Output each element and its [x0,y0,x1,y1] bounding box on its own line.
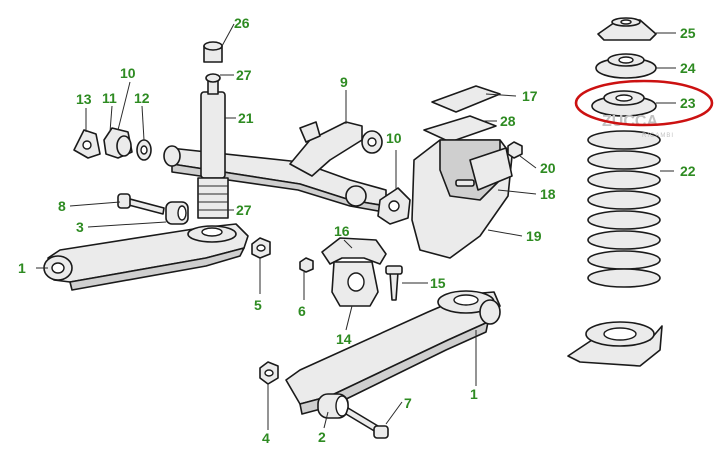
callout-3: 3 [76,219,84,235]
callout-5: 5 [254,297,262,313]
callout-28: 28 [500,113,516,129]
nut-20 [507,141,523,159]
callout-25: 25 [680,25,696,41]
mount-10-upper [299,121,383,154]
highlight-ring [574,79,714,127]
bolt-8 [117,193,165,215]
callout-26: 26 [234,15,250,31]
mount-10-lower [377,187,411,225]
callout-7: 7 [404,395,412,411]
shock-absorber-21 [197,73,229,219]
spring-seat-bracket-19 [411,139,513,259]
bushing-2 [317,393,349,419]
leader-lines [36,23,676,430]
callout-10-right: 10 [386,130,402,146]
callout-17: 17 [522,88,538,104]
callouts: 1 1 2 3 4 5 6 7 8 9 10 10 11 12 13 14 15… [18,15,696,446]
callout-12: 12 [134,90,150,106]
coil-spring-22 [587,130,661,288]
callout-10-left: 10 [120,65,136,81]
callout-2: 2 [318,429,326,445]
spring-seat-24 [595,53,657,79]
plate-28 [423,115,497,143]
lower-spring-seat [567,321,663,367]
washer-12 [136,139,152,161]
callout-27-bottom: 27 [236,202,252,218]
callout-15: 15 [430,275,446,291]
callout-23: 23 [680,95,696,111]
callout-6: 6 [298,303,306,319]
bushing-3 [165,201,189,225]
lower-arm-left [43,223,249,291]
callout-19: 19 [526,228,542,244]
mount-13 [73,129,101,159]
bushing-11 [103,127,133,159]
svg-text:RICAMBI: RICAMBI [642,133,674,139]
callout-1-left: 1 [18,260,26,276]
callout-20: 20 [540,160,556,176]
bracket-16 [321,237,387,265]
bolt-18 [455,179,475,187]
callout-8: 8 [58,198,66,214]
callout-27-top: 27 [236,67,252,83]
spring-cap-25 [597,17,657,41]
nut-6 [299,257,314,273]
nut-4 [259,361,279,385]
callout-16: 16 [334,223,350,239]
plate-17 [431,85,501,113]
callout-11: 11 [102,90,117,106]
bump-stop-26 [203,41,223,63]
callout-1-right: 1 [470,386,478,402]
callout-18: 18 [540,186,556,202]
callout-24: 24 [680,60,696,76]
callout-21: 21 [238,110,254,126]
bolt-7 [345,407,389,439]
bolt-15 [385,265,403,301]
callout-9: 9 [340,74,348,90]
bushing-14 [331,261,379,307]
nut-5 [251,237,271,259]
callout-4: 4 [262,430,270,446]
callout-13: 13 [76,91,92,107]
callout-22: 22 [680,163,696,179]
insulator-23 [591,90,657,117]
callout-14: 14 [336,331,352,347]
lower-arm-right [285,290,501,415]
